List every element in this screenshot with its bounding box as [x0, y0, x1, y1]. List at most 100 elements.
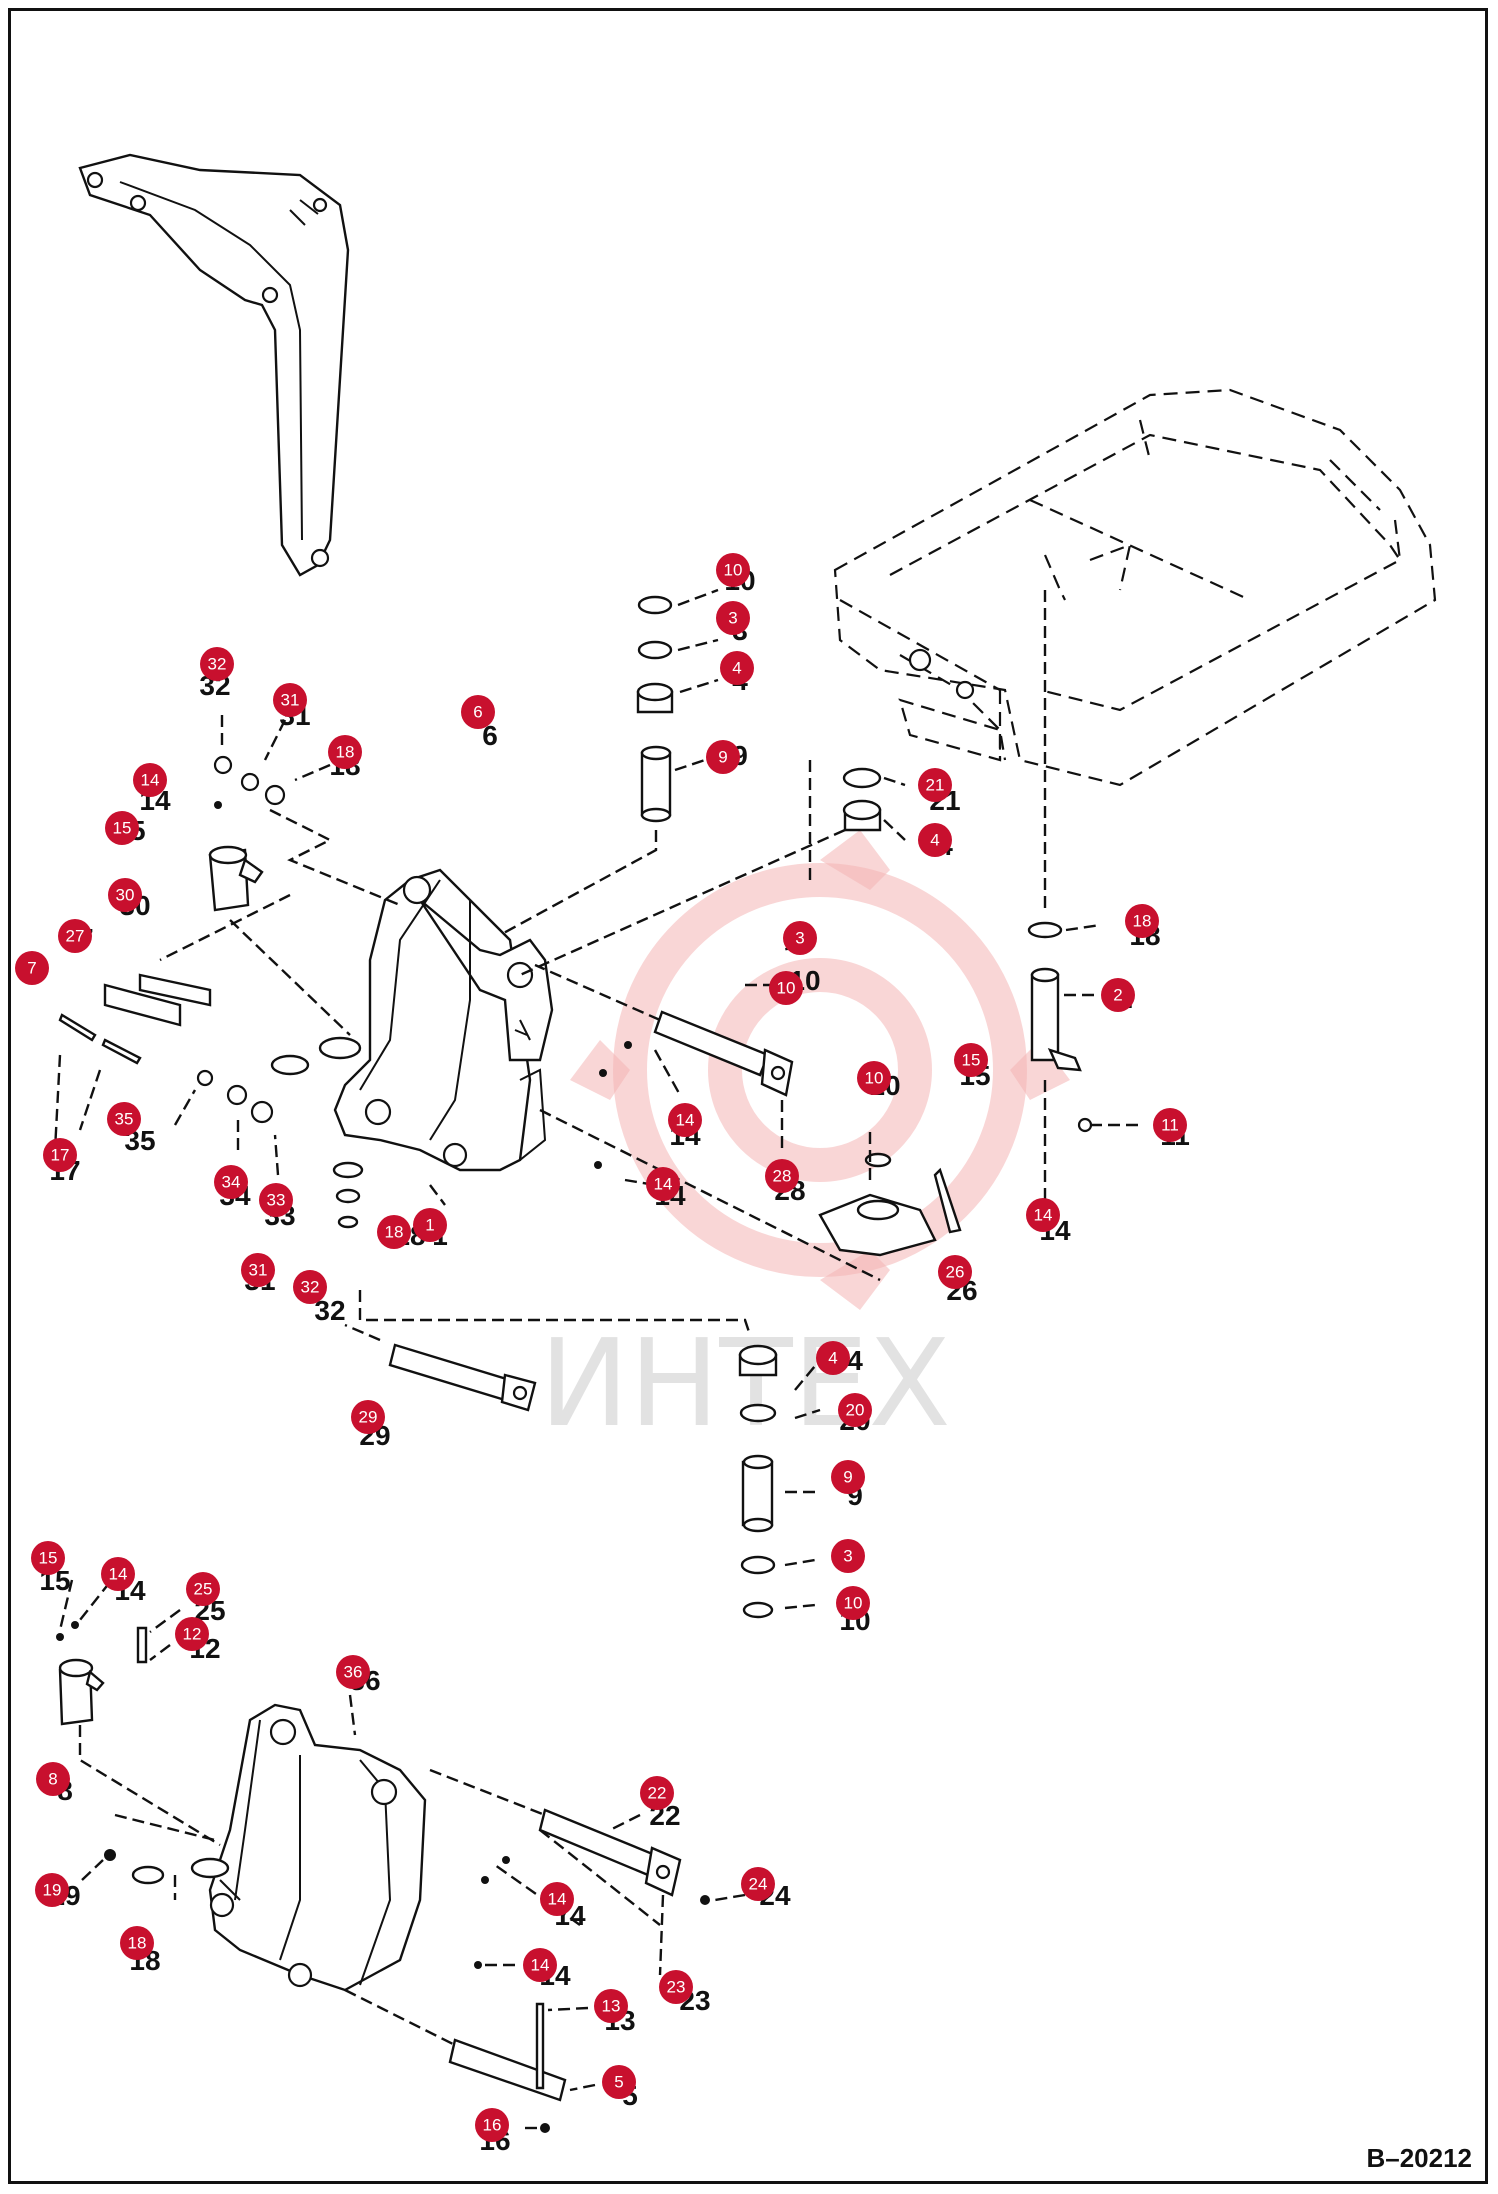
svg-text:11: 11 [1161, 1116, 1179, 1135]
svg-text:10: 10 [844, 1594, 863, 1613]
svg-text:14: 14 [676, 1111, 695, 1130]
callout-31: 31 [241, 1253, 275, 1287]
lower-pin [344, 1323, 537, 1412]
callout-32: 32 [200, 647, 234, 681]
callout-3: 3 [831, 1539, 865, 1573]
callout-18: 18 [328, 735, 362, 769]
svg-text:19: 19 [43, 1881, 62, 1900]
svg-text:13: 13 [602, 1997, 621, 2016]
svg-text:3: 3 [843, 1547, 852, 1566]
callout-5: 5 [602, 2065, 636, 2099]
svg-text:14: 14 [548, 1890, 567, 1909]
callout-36: 36 [336, 1655, 370, 1689]
callout-32: 32 [293, 1270, 327, 1304]
callout-31: 31 [273, 683, 307, 717]
callout-35: 35 [107, 1102, 141, 1136]
callout-13: 13 [594, 1989, 628, 2023]
svg-text:15: 15 [39, 1549, 58, 1568]
svg-text:18: 18 [385, 1223, 404, 1242]
pin-assembly-bottom [738, 1344, 778, 1619]
svg-text:18: 18 [336, 743, 355, 762]
watermark-logo [570, 830, 1070, 1310]
callout-15: 15 [954, 1043, 988, 1077]
svg-text:14: 14 [531, 1956, 550, 1975]
svg-text:28: 28 [773, 1167, 792, 1186]
svg-text:10: 10 [724, 561, 743, 580]
pin-assembly-top [499, 595, 674, 937]
svg-text:18: 18 [128, 1934, 147, 1953]
callout-10: 10 [857, 1061, 891, 1095]
upper-frame [833, 388, 1437, 787]
svg-text:14: 14 [141, 771, 160, 790]
svg-text:26: 26 [946, 1263, 965, 1282]
svg-text:29: 29 [359, 1408, 378, 1427]
callout-6: 6 [461, 695, 495, 729]
stopper-plate [539, 1108, 962, 1282]
svg-text:17: 17 [51, 1146, 70, 1165]
svg-text:32: 32 [301, 1278, 320, 1297]
svg-text:15: 15 [113, 819, 132, 838]
callout-11: 11 [1153, 1108, 1187, 1142]
callout-3: 3 [783, 921, 817, 955]
callout-34: 34 [214, 1165, 248, 1199]
callout-8: 8 [36, 1762, 70, 1796]
callout-30: 30 [108, 878, 142, 912]
swing-bracket [333, 868, 554, 1172]
callout-14: 14 [540, 1882, 574, 1916]
svg-text:36: 36 [344, 1663, 363, 1682]
svg-text:4: 4 [930, 831, 939, 850]
svg-text:3: 3 [795, 929, 804, 948]
svg-text:8: 8 [48, 1770, 57, 1789]
callout-12: 12 [175, 1617, 209, 1651]
svg-text:31: 31 [281, 691, 300, 710]
callout-badges: 10 3 4 9 21 4 32 31 18 6 14 15 30 27 7 3… [15, 553, 1187, 2142]
svg-text:10: 10 [865, 1069, 884, 1088]
callout-9: 9 [831, 1460, 865, 1494]
callout-14: 14 [101, 1557, 135, 1591]
pin-assembly-right [519, 760, 882, 977]
callout-27: 27 [58, 919, 92, 953]
callout-2: 2 [1101, 978, 1135, 1012]
svg-text:16: 16 [483, 2116, 502, 2135]
svg-text:4: 4 [732, 659, 741, 678]
callout-15: 15 [31, 1541, 65, 1575]
svg-text:6: 6 [473, 703, 482, 722]
alternate-parts [56, 1621, 221, 1900]
callout-4: 4 [720, 651, 754, 685]
callout-28: 28 [765, 1159, 799, 1193]
callout-9: 9 [706, 740, 740, 774]
svg-text:9: 9 [843, 1468, 852, 1487]
callout-14: 14 [133, 763, 167, 797]
callout-25: 25 [186, 1572, 220, 1606]
left-parts [53, 755, 401, 1151]
svg-text:14: 14 [109, 1565, 128, 1584]
alternate-bracket [190, 1703, 427, 1992]
svg-text:33: 33 [267, 1191, 286, 1210]
svg-text:18: 18 [1133, 912, 1152, 931]
callout-14: 14 [523, 1948, 557, 1982]
svg-text:9: 9 [718, 748, 727, 767]
callout-23: 23 [659, 1970, 693, 2004]
callout-29: 29 [351, 1400, 385, 1434]
callout-26: 26 [938, 1255, 972, 1289]
callout-7: 7 [15, 951, 49, 985]
svg-text:27: 27 [66, 927, 85, 946]
alternate-pins [344, 1768, 710, 2133]
svg-text:4: 4 [847, 1345, 863, 1376]
callout-24: 24 [741, 1867, 775, 1901]
svg-text:10: 10 [777, 979, 796, 998]
svg-text:21: 21 [926, 776, 945, 795]
callout-3: 3 [716, 601, 750, 635]
svg-text:2: 2 [1113, 986, 1122, 1005]
callout-1: 1 [413, 1208, 447, 1242]
callout-10: 10 [836, 1586, 870, 1620]
svg-text:24: 24 [749, 1875, 768, 1894]
svg-text:1: 1 [425, 1216, 434, 1235]
svg-text:35: 35 [115, 1110, 134, 1129]
svg-text:12: 12 [183, 1625, 202, 1644]
callout-15: 15 [105, 811, 139, 845]
cylinder-pin-right [1027, 590, 1093, 1190]
diagram-frame [8, 8, 1488, 2184]
callout-17: 17 [43, 1138, 77, 1172]
svg-text:14: 14 [1034, 1206, 1053, 1225]
